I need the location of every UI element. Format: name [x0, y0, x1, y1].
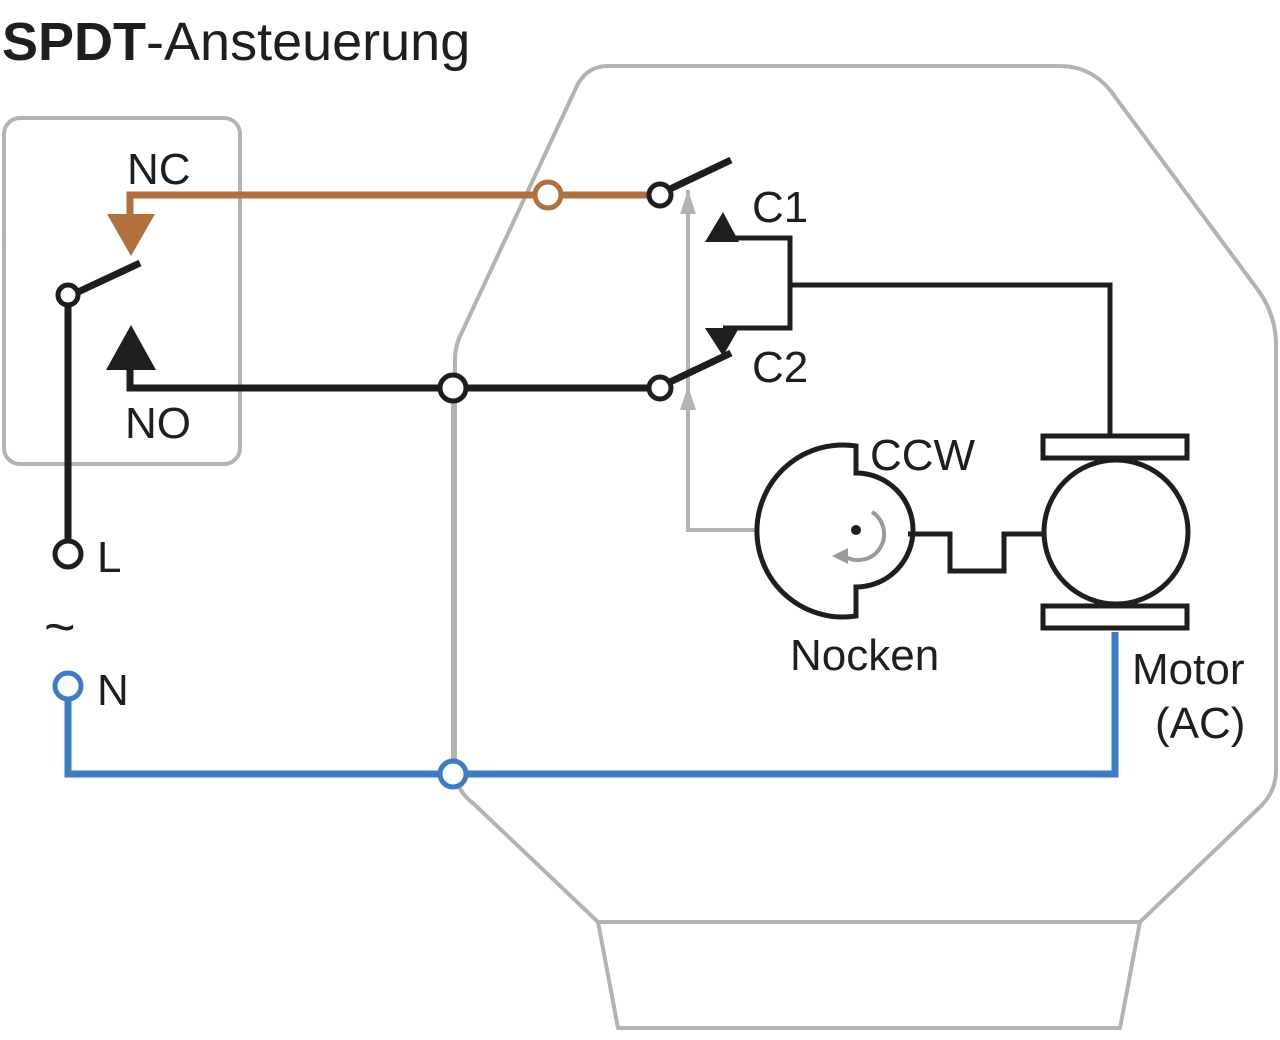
cam-label: Nocken	[790, 631, 939, 680]
c2-terminal	[646, 374, 674, 402]
no-label: NO	[125, 399, 191, 448]
no-wire	[126, 368, 648, 392]
nc-label: NC	[127, 145, 191, 194]
cam-feedback-wire	[686, 190, 768, 532]
nc-junction	[532, 179, 564, 211]
motor	[1040, 433, 1191, 631]
motor-feed-wire	[790, 282, 1113, 434]
l-label: L	[97, 533, 121, 582]
title-bold: SPDT	[2, 12, 146, 72]
actuator-housing	[453, 64, 1278, 1030]
c2-contact-arrow	[705, 328, 739, 356]
n-terminal	[52, 670, 84, 702]
nc-arrow	[107, 214, 155, 256]
spdt-lever	[76, 259, 142, 296]
motor-bottom-brush	[1040, 603, 1190, 631]
ac-tilde: ~	[44, 597, 76, 657]
motor-label: Motor	[1132, 645, 1244, 694]
motor-ac-label: (AC)	[1155, 699, 1245, 748]
ccw-rotation-arrow	[842, 510, 887, 563]
limit-to-motor-wire	[723, 235, 793, 331]
no-junction	[437, 372, 469, 404]
neutral-wire	[64, 632, 1119, 778]
motor-rotor	[1041, 457, 1191, 607]
neutral-junction	[437, 758, 469, 790]
diagram-title: SPDT-Ansteuerung	[2, 12, 470, 72]
gear-shaft	[908, 531, 1046, 574]
title-rest: -Ansteuerung	[146, 12, 470, 72]
nc-wire	[126, 191, 648, 218]
no-arrow	[106, 325, 156, 370]
cam	[754, 442, 916, 620]
cam-body	[754, 442, 916, 620]
c1-terminal	[646, 181, 674, 209]
c2-feedback-arrow	[680, 386, 696, 410]
limit-switch-c2	[646, 328, 739, 402]
internal-grey-wires	[451, 190, 768, 774]
motor-top-brush	[1040, 433, 1190, 461]
c2-lever	[668, 349, 733, 386]
limit-switch-c1	[646, 156, 739, 242]
c1-label: C1	[752, 183, 808, 232]
cam-axle	[851, 525, 861, 535]
l-terminal	[52, 538, 84, 570]
n-label: N	[97, 666, 129, 715]
ccw-label: CCW	[870, 431, 976, 480]
spdt-switch	[64, 259, 142, 541]
c2-label: C2	[752, 343, 808, 392]
c1-contact-arrow	[705, 212, 739, 242]
spdt-common-terminal	[55, 282, 81, 308]
ccw-arrowhead	[832, 548, 848, 564]
spdt-switch-box	[2, 116, 242, 466]
c1-feedback-arrow	[680, 190, 696, 214]
housing-base	[596, 921, 1142, 1030]
feedback-arrows	[680, 190, 696, 410]
c1-lever	[668, 156, 733, 193]
